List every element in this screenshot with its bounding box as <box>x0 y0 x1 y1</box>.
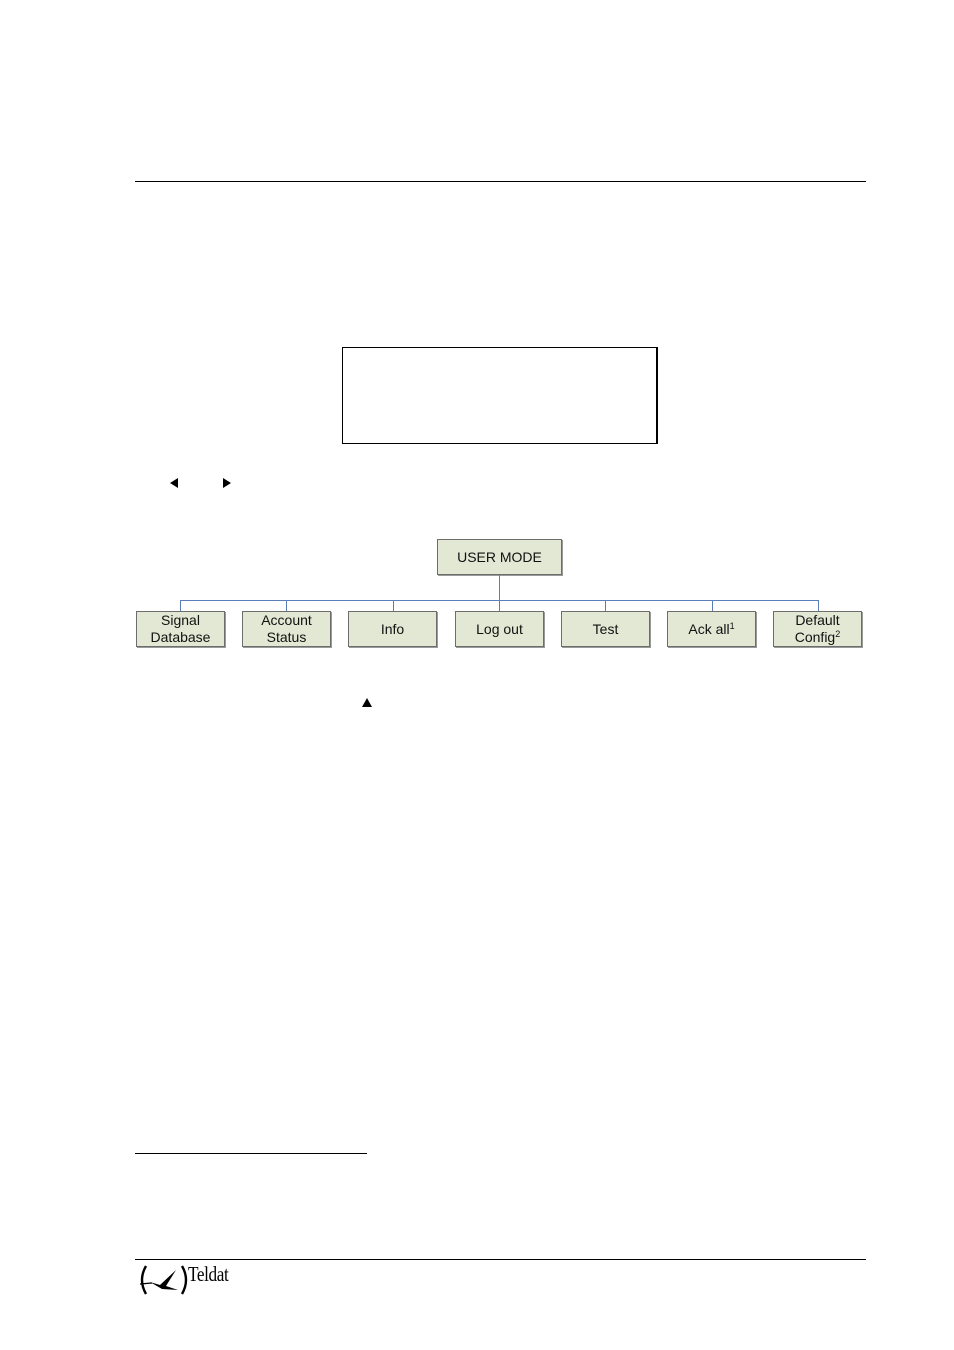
connector-drop <box>393 600 394 612</box>
header-rule <box>135 181 866 182</box>
left-triangle-icon <box>170 478 178 488</box>
connector-drop <box>499 600 500 612</box>
node-log-out: Log out <box>455 611 544 647</box>
footnote-ref-2: 2 <box>835 629 841 639</box>
connector-drop <box>712 600 713 612</box>
teldat-logo-text: Teldat <box>188 1262 229 1286</box>
node-info: Info <box>348 611 437 647</box>
connector-drop <box>180 600 181 612</box>
up-triangle-icon <box>362 698 372 707</box>
node-user-mode: USER MODE <box>437 539 562 575</box>
connector-drop <box>286 600 287 612</box>
teldat-logo-icon <box>139 1265 188 1295</box>
connector-trunk <box>499 575 500 601</box>
connector-drop <box>605 600 606 612</box>
right-triangle-icon <box>223 478 231 488</box>
lcd-display-frame <box>342 347 658 444</box>
connector-drop <box>818 600 819 612</box>
footnote-ref-1: 1 <box>729 620 735 631</box>
node-ack-all: Ack all1 <box>667 611 756 647</box>
footer-rule <box>135 1259 866 1260</box>
node-user-mode-label: USER MODE <box>457 548 542 565</box>
node-test: Test <box>561 611 650 647</box>
footnote-separator <box>135 1153 367 1154</box>
